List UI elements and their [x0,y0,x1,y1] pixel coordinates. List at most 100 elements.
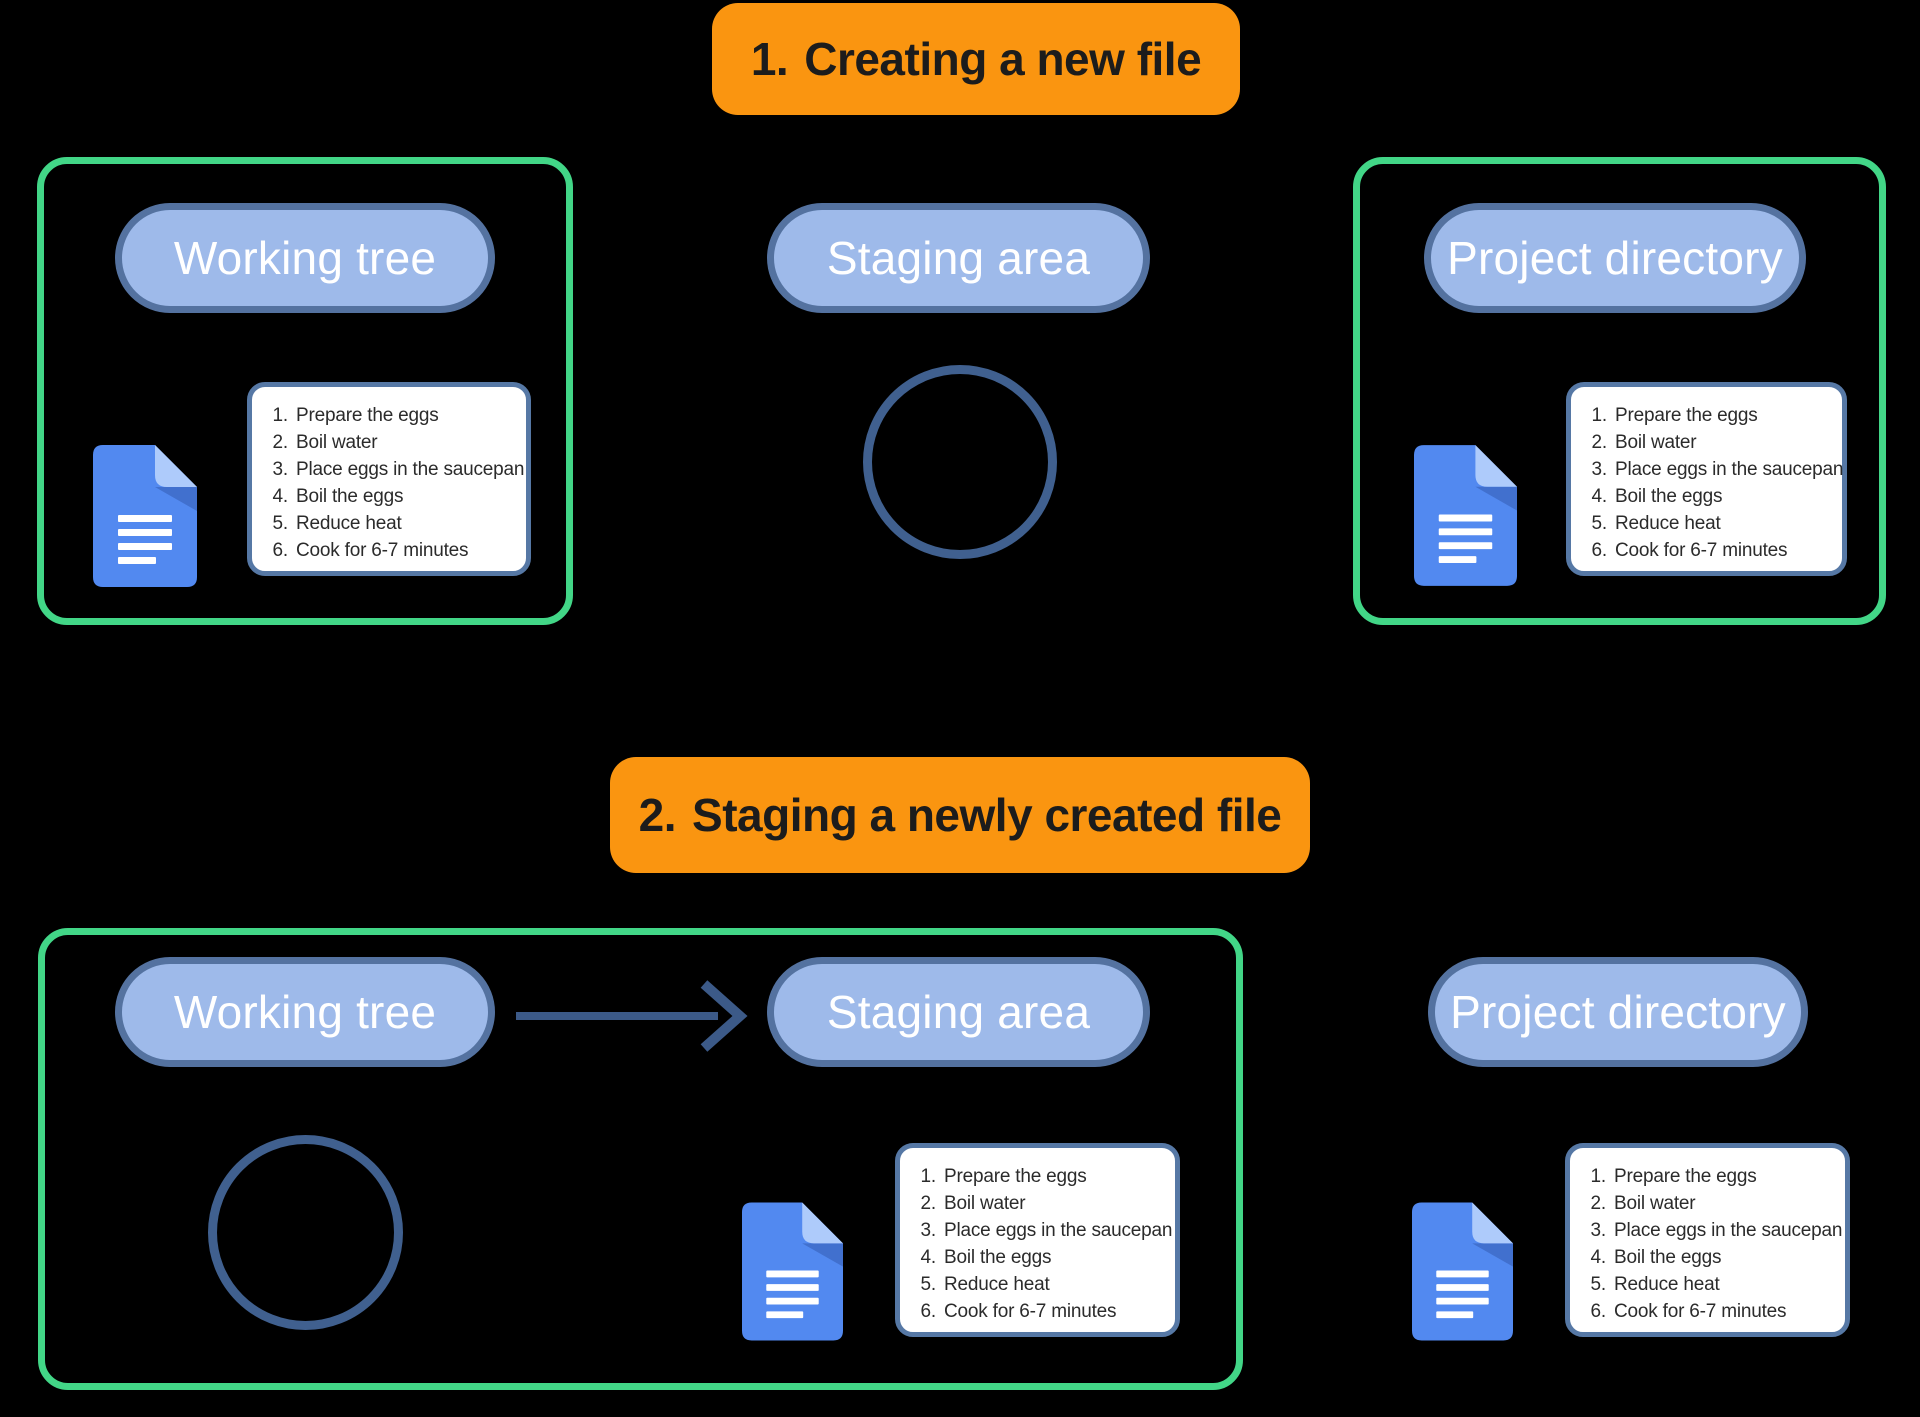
recipe-step-text: Reduce heat [1615,513,1721,534]
recipe-step-text: Place eggs in the saucepan [944,1220,1173,1241]
google-docs-file-icon [742,1202,843,1341]
empty-working-tree-circle-s2 [208,1135,403,1330]
recipe-step: 5. Reduce heat [914,1271,1169,1298]
recipe-step: 1. Prepare the eggs [1584,1163,1839,1190]
right-arrow-icon [516,980,748,1052]
recipe-step-text: Boil the eggs [944,1247,1052,1268]
google-docs-file-icon [93,445,197,587]
recipe-step: 4. Boil the eggs [914,1244,1169,1271]
recipe-step-text: Place eggs in the saucepan [296,459,525,480]
recipe-step-text: Prepare the eggs [296,405,439,426]
recipe-step-text: Boil the eggs [296,486,404,507]
recipe-step-number: 6. [1591,540,1608,561]
recipe-step: 5. Reduce heat [1584,1271,1839,1298]
staging-area-label: Staging area [826,232,1091,284]
google-docs-file-icon [93,445,197,587]
recipe-steps-card: 1. Prepare the eggs 2. Boil water 3. Pla… [247,382,531,576]
recipe-step-number: 4. [272,486,289,507]
recipe-steps-list: 1. Prepare the eggs 2. Boil water 3. Pla… [900,1148,1175,1339]
recipe-step: 1. Prepare the eggs [1585,402,1836,429]
project-directory-label: Project directory [1450,986,1786,1038]
section-2-title: Staging a newly created file [692,789,1282,841]
staging-area-pill-s2: Staging area [767,957,1150,1067]
recipe-step: 2. Boil water [914,1190,1169,1217]
section-1-title: Creating a new file [804,33,1202,85]
recipe-step-number: 3. [1590,1220,1607,1241]
recipe-step: 1. Prepare the eggs [266,402,520,429]
empty-staging-circle-s1 [863,365,1057,559]
recipe-step-number: 2. [920,1193,937,1214]
recipe-step-number: 1. [272,405,289,426]
recipe-step-text: Reduce heat [296,513,402,534]
section-1-header: 1. Creating a new file [712,3,1240,115]
recipe-step-number: 5. [272,513,289,534]
recipe-step-number: 3. [272,459,289,480]
recipe-steps-list: 1. Prepare the eggs 2. Boil water 3. Pla… [1571,387,1844,578]
section-1-number: 1. [750,33,789,85]
recipe-step-text: Boil the eggs [1614,1247,1722,1268]
project-directory-container-s1 [1353,157,1886,625]
project-directory-pill-s2: Project directory [1428,957,1808,1067]
google-docs-file-icon [1412,1202,1513,1341]
recipe-step-number: 6. [1590,1301,1607,1322]
recipe-step-number: 4. [920,1247,937,1268]
recipe-step: 3. Place eggs in the saucepan [914,1217,1173,1244]
recipe-steps-list: 1. Prepare the eggs 2. Boil water 3. Pla… [1570,1148,1845,1339]
recipe-step: 4. Boil the eggs [1584,1244,1839,1271]
recipe-steps-card: 1. Prepare the eggs 2. Boil water 3. Pla… [895,1143,1180,1337]
project-directory-label: Project directory [1447,232,1783,284]
recipe-step: 4. Boil the eggs [1585,483,1836,510]
recipe-step-text: Boil water [1615,432,1697,453]
recipe-step-text: Place eggs in the saucepan [1615,459,1844,480]
recipe-step-text: Boil water [296,432,378,453]
recipe-step: 3. Place eggs in the saucepan [1585,456,1844,483]
section-2-number: 2. [638,789,677,841]
recipe-step-number: 1. [1590,1166,1607,1187]
recipe-step-text: Boil water [944,1193,1026,1214]
google-docs-file-icon [1414,445,1517,586]
recipe-step-number: 4. [1591,486,1608,507]
recipe-step: 5. Reduce heat [266,510,520,537]
right-arrow-icon [512,976,752,1056]
recipe-step-number: 1. [1591,405,1608,426]
recipe-step: 1. Prepare the eggs [914,1163,1169,1190]
recipe-step: 6. Cook for 6-7 minutes [266,537,520,564]
recipe-step-number: 6. [272,540,289,561]
staging-area-label: Staging area [826,986,1091,1038]
recipe-step-number: 3. [1591,459,1608,480]
recipe-step-number: 6. [920,1301,937,1322]
recipe-steps-card: 1. Prepare the eggs 2. Boil water 3. Pla… [1565,1143,1850,1337]
working-tree-label: Working tree [173,986,437,1038]
recipe-step-number: 2. [1590,1193,1607,1214]
google-docs-file-icon [742,1202,843,1341]
project-directory-pill-s1: Project directory [1424,203,1806,313]
recipe-step-text: Boil water [1614,1193,1696,1214]
recipe-step: 2. Boil water [1585,429,1836,456]
recipe-step: 6. Cook for 6-7 minutes [1584,1298,1839,1325]
recipe-step-text: Reduce heat [1614,1274,1720,1295]
recipe-step-text: Cook for 6-7 minutes [296,540,469,561]
recipe-step-text: Reduce heat [944,1274,1050,1295]
recipe-step-text: Prepare the eggs [944,1166,1087,1187]
working-tree-container-s1 [37,157,573,625]
staging-flow-container-s2 [38,928,1243,1390]
recipe-step: 4. Boil the eggs [266,483,520,510]
recipe-step-number: 5. [1590,1274,1607,1295]
recipe-step-number: 1. [920,1166,937,1187]
google-docs-file-icon [1412,1202,1513,1341]
working-tree-label: Working tree [173,232,437,284]
recipe-step-number: 5. [1591,513,1608,534]
recipe-step: 2. Boil water [266,429,520,456]
recipe-step: 5. Reduce heat [1585,510,1836,537]
google-docs-file-icon [1414,445,1517,586]
recipe-step-text: Boil the eggs [1615,486,1723,507]
recipe-step: 6. Cook for 6-7 minutes [914,1298,1169,1325]
recipe-step-text: Place eggs in the saucepan [1614,1220,1843,1241]
working-tree-pill-s1: Working tree [115,203,495,313]
recipe-step-text: Cook for 6-7 minutes [1615,540,1788,561]
recipe-step-text: Prepare the eggs [1614,1166,1757,1187]
recipe-step: 6. Cook for 6-7 minutes [1585,537,1836,564]
section-2-header: 2. Staging a newly created file [610,757,1310,873]
recipe-step: 3. Place eggs in the saucepan [266,456,525,483]
